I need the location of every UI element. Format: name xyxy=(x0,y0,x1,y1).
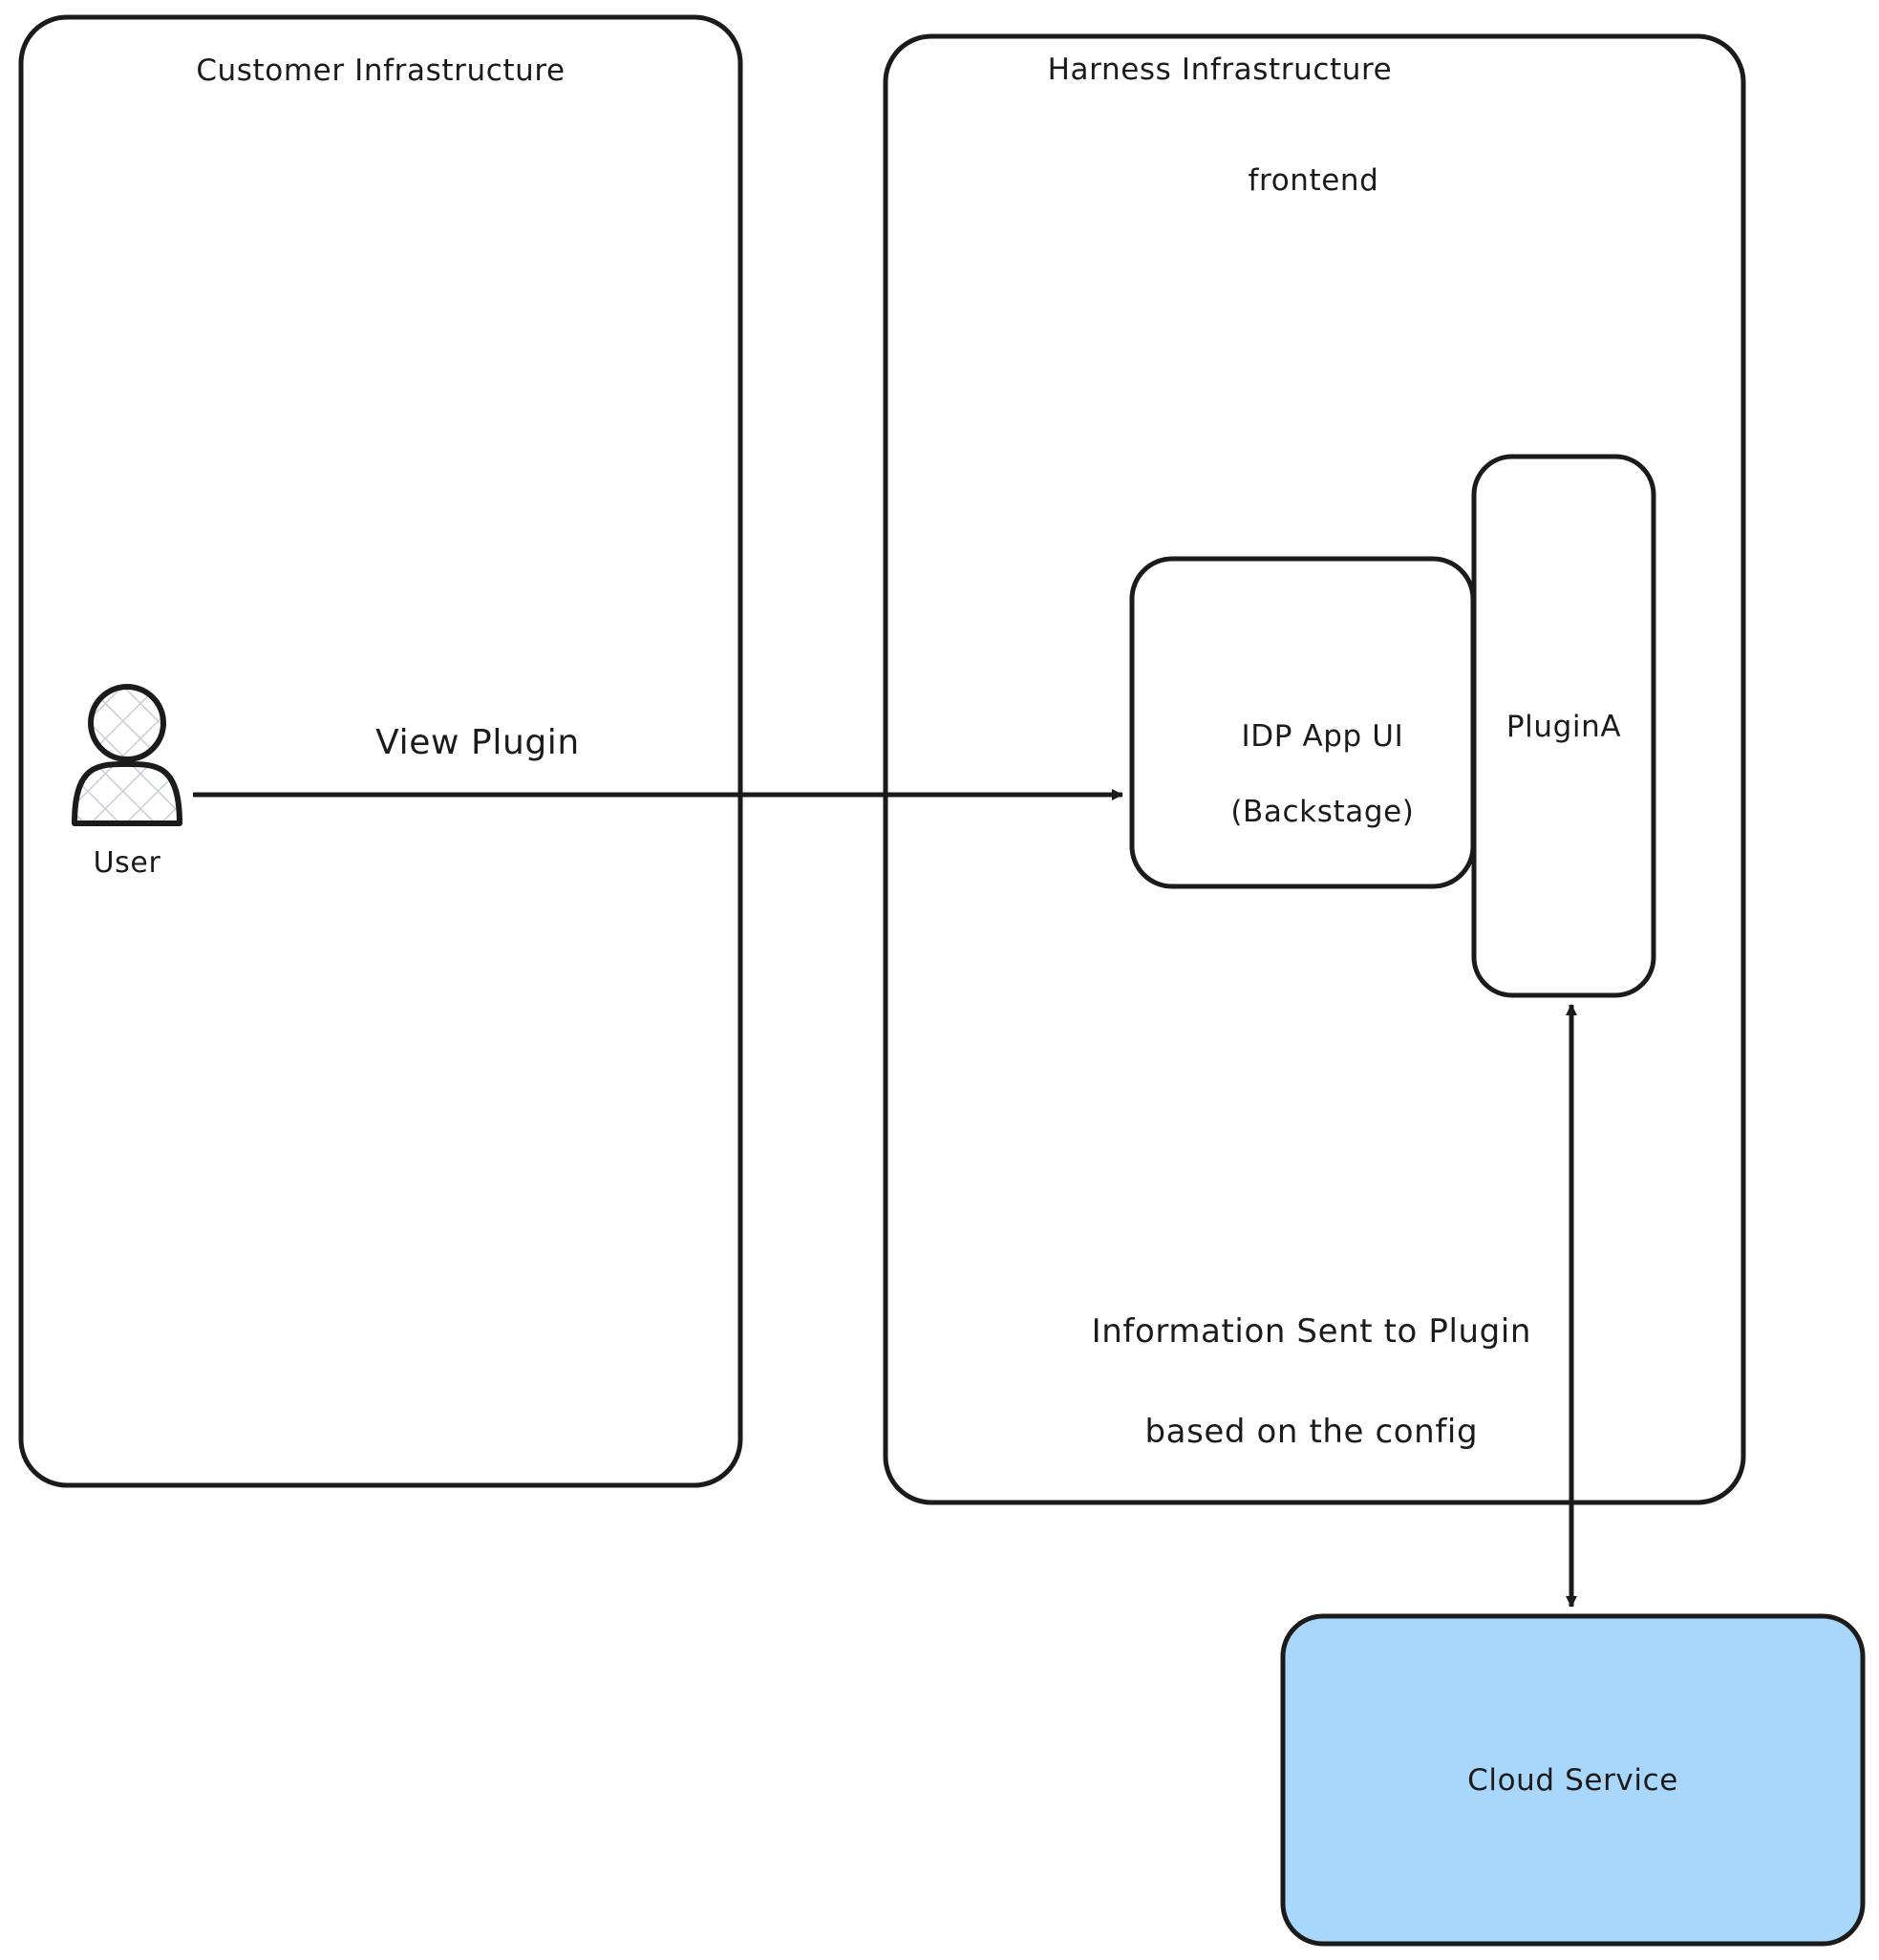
cloud-service-label: Cloud Service xyxy=(1467,1763,1678,1798)
customer-infrastructure-boundary xyxy=(18,14,743,1488)
group-customer-infrastructure xyxy=(18,14,743,1488)
plugin-a-label: PluginA xyxy=(1505,710,1622,744)
harness-frontend-label: frontend xyxy=(1248,163,1379,198)
harness-infrastructure-title: Harness Infrastructure xyxy=(1047,53,1393,87)
user-actor-icon xyxy=(72,684,182,826)
idp-app-ui-label-line1: IDP App UI xyxy=(1241,718,1404,754)
information-sent-edge-label: Information Sent to Plugin based on the … xyxy=(1008,1256,1571,1507)
information-sent-label-line1: Information Sent to Plugin xyxy=(1091,1311,1532,1351)
idp-app-ui-label: IDP App UI (Backstage) xyxy=(1132,680,1473,869)
user-label: User xyxy=(93,846,161,880)
node-idp-app-ui-shape xyxy=(1129,556,1476,889)
user-head-icon xyxy=(88,684,166,762)
idp-app-ui-label-line2: (Backstage) xyxy=(1230,795,1415,830)
customer-infrastructure-title: Customer Infrastructure xyxy=(196,53,566,88)
view-plugin-edge-label: View Plugin xyxy=(375,723,580,762)
information-sent-label-line2: based on the config xyxy=(1144,1413,1479,1452)
cloud-service-rect xyxy=(1280,1613,1866,1947)
node-cloud-service-shape xyxy=(1280,1613,1866,1947)
idp-app-ui-rect xyxy=(1129,556,1476,889)
user-body-icon xyxy=(72,761,182,826)
